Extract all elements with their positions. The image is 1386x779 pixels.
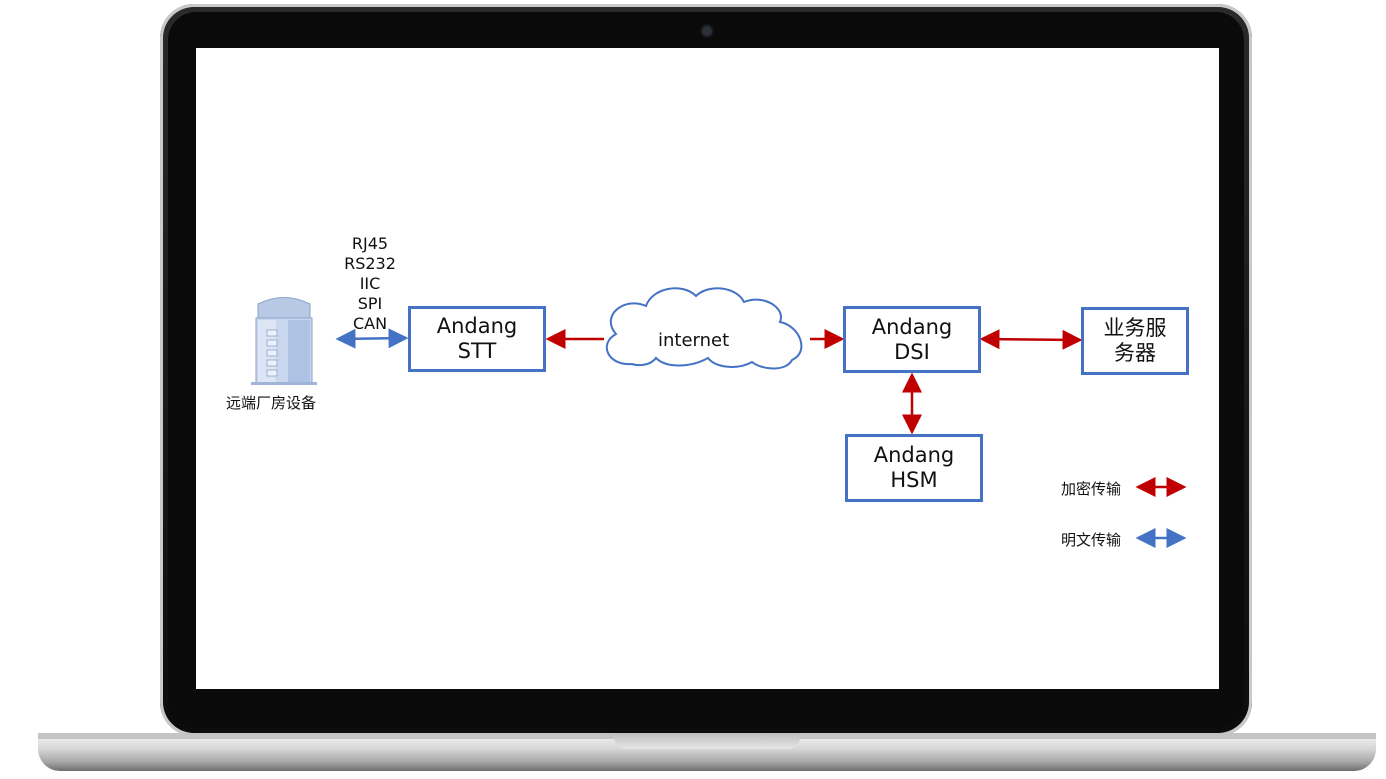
arrow-dsi-biz xyxy=(979,329,1083,350)
interface-list: RJ45 RS232 IIC SPI CAN xyxy=(335,234,405,334)
diagram-canvas xyxy=(251,287,1187,548)
laptop-screen: 远端厂房设备 RJ45 RS232 IIC SPI CAN Andang STT… xyxy=(196,48,1219,689)
node-label-line: Andang xyxy=(873,443,955,467)
node-label-line: 务器 xyxy=(1114,341,1156,365)
interface-item: IIC xyxy=(359,274,381,293)
node-label-line: DSI xyxy=(894,339,930,364)
device-label: 远端厂房设备 xyxy=(226,394,317,412)
node-andang-hsm: Andang HSM xyxy=(845,434,983,502)
legend-encrypted-label: 加密传输 xyxy=(1061,480,1122,498)
node-label-line: Andang xyxy=(436,314,518,338)
node-label-line: 业务服 xyxy=(1103,316,1167,340)
internet-label: internet xyxy=(658,330,730,351)
interface-item: SPI xyxy=(357,294,383,313)
interface-item: CAN xyxy=(352,314,388,333)
internet-cloud-shape xyxy=(605,287,803,370)
interface-item: RJ45 xyxy=(351,234,389,253)
node-business-server: 业务服 务器 xyxy=(1081,307,1189,375)
node-andang-dsi: Andang DSI xyxy=(843,306,981,373)
node-label-line: STT xyxy=(457,339,497,363)
factory-building-icon xyxy=(251,297,317,385)
arrow-device-stt xyxy=(335,328,409,349)
webcam-icon xyxy=(702,26,712,36)
interface-item: RS232 xyxy=(344,254,396,273)
node-andang-stt: Andang STT xyxy=(408,306,546,372)
node-label-line: HSM xyxy=(890,468,938,492)
laptop-opening-notch xyxy=(614,733,800,749)
legend-plain-label: 明文传输 xyxy=(1061,531,1122,549)
node-label-line: Andang xyxy=(871,314,953,339)
